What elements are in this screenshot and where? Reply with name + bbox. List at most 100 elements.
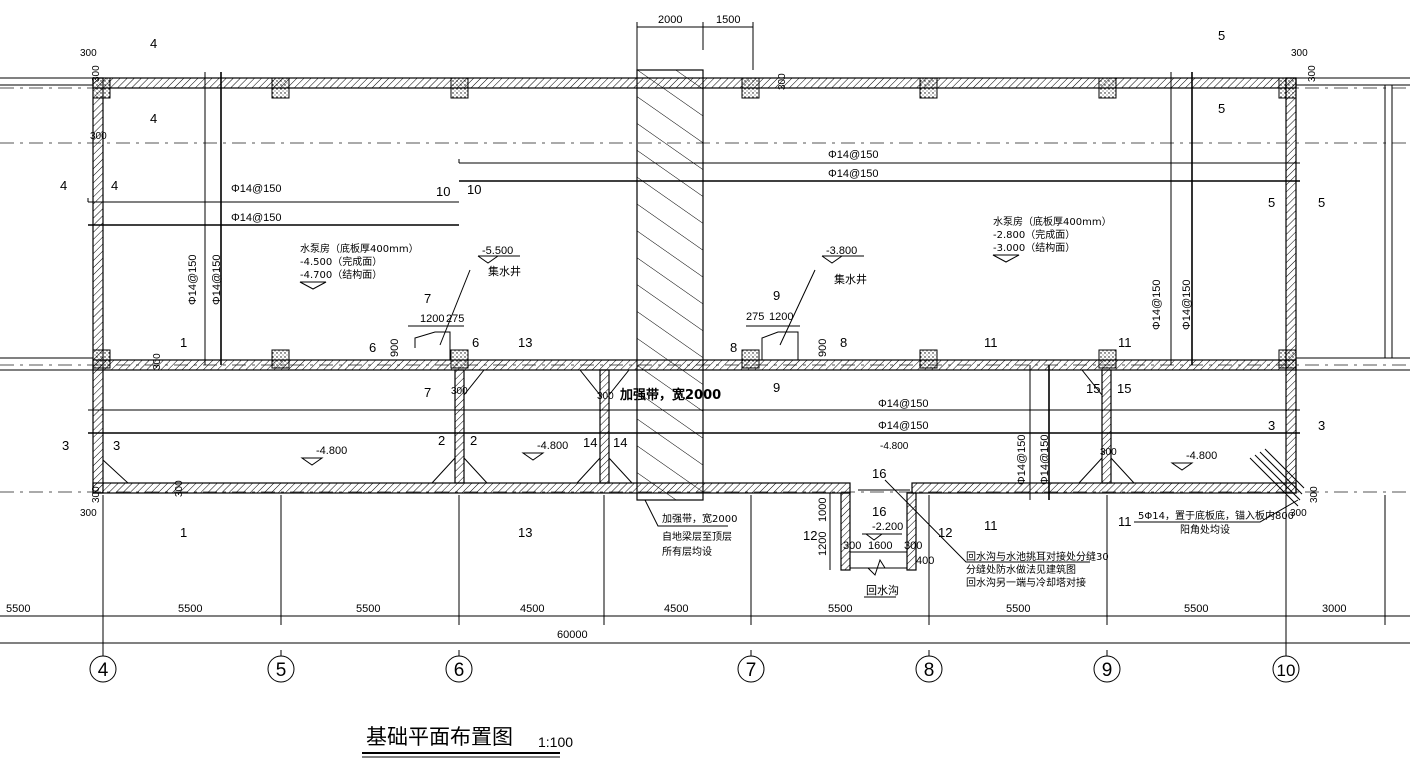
section-mark: 1 bbox=[180, 335, 187, 350]
trench-elev: -2.200 bbox=[872, 521, 903, 533]
section-mark: 13 bbox=[518, 525, 532, 540]
section-mark: 6 bbox=[369, 340, 376, 355]
section-marks: 4 4 4 4 5 5 5 5 10 10 7 7 9 9 1 1 6 6 8 … bbox=[60, 28, 1325, 543]
bay-dim: 4500 bbox=[664, 603, 688, 615]
axis-label: 8 bbox=[924, 660, 935, 681]
sump-elev: -5.500 bbox=[482, 245, 513, 257]
corner-note-line: 阳角处均设 bbox=[1180, 524, 1230, 536]
section-mark: 16 bbox=[872, 504, 886, 519]
trench-dim: 1000 bbox=[817, 498, 829, 522]
rebar-lines bbox=[87, 72, 1300, 500]
return-trench: 回水沟 -2.200 1600 300 300 400 1000 1200 bbox=[817, 489, 934, 598]
section-mark: 5 bbox=[1218, 101, 1225, 116]
section-mark: 2 bbox=[438, 433, 445, 448]
section-mark: 3 bbox=[1318, 418, 1325, 433]
drawing-scale: 1:100 bbox=[538, 734, 573, 750]
room-structure-elev: -3.000（结构面） bbox=[993, 241, 1075, 254]
rebar-label: Φ14@150 bbox=[878, 420, 929, 432]
trench-note-line: 分缝处防水做法见建筑图 bbox=[966, 563, 1076, 576]
bay-dim: 4500 bbox=[520, 603, 544, 615]
trench-width: 1600 bbox=[868, 540, 892, 552]
section-mark: 14 bbox=[613, 435, 627, 450]
wall-dim: 300 bbox=[91, 486, 102, 503]
section-mark: 6 bbox=[472, 335, 479, 350]
section-mark: 11 bbox=[1118, 335, 1132, 350]
axis-label: 5 bbox=[276, 660, 287, 681]
trench-elev: -4.800 bbox=[880, 441, 909, 452]
band-note: 加强带，宽2000 自地梁层至顶层 所有层均设 bbox=[644, 499, 737, 558]
trench-note: 回水沟与水池挑耳对接处分缝30 分缝处防水做法见建筑图 回水沟另一端与冷却塔对接 bbox=[884, 479, 1109, 589]
wall-dim: 300 bbox=[597, 391, 614, 402]
trench-haunches bbox=[102, 369, 1135, 484]
axis-bubble bbox=[737, 655, 765, 683]
axis-bubble bbox=[1272, 655, 1300, 683]
sump-dim: 275 bbox=[746, 311, 764, 323]
sump-left: -5.500 集水井 1200 275 900 bbox=[389, 245, 521, 360]
axis-label: 6 bbox=[454, 660, 465, 681]
section-mark: 4 bbox=[111, 178, 118, 193]
sump-label: 集水井 bbox=[488, 264, 521, 278]
top-dimension: 2000 1500 bbox=[636, 14, 754, 70]
axis-label: 10 bbox=[1277, 661, 1296, 680]
outer-continuation-lines bbox=[0, 77, 1410, 371]
top-dim: 1500 bbox=[716, 14, 740, 26]
axis-bubble bbox=[267, 655, 295, 683]
section-mark: 5 bbox=[1218, 28, 1225, 43]
room-name: 水泵房（底板厚400mm） bbox=[300, 242, 419, 255]
section-mark: 7 bbox=[424, 291, 431, 306]
rebar-label: Φ14@150 bbox=[828, 149, 879, 161]
section-mark: 14 bbox=[583, 435, 597, 450]
rebar-label: Φ14@150 bbox=[1039, 434, 1051, 485]
rebar-label: Φ14@150 bbox=[828, 168, 879, 180]
rebar-label: Φ14@150 bbox=[1151, 279, 1163, 330]
section-mark: 13 bbox=[518, 335, 532, 350]
sump-dim: 275 bbox=[446, 313, 464, 325]
sump-dim: 1200 bbox=[420, 313, 444, 325]
axis-bubble bbox=[89, 655, 117, 683]
top-dim: 2000 bbox=[658, 14, 682, 26]
drawing-title-block: 基础平面布置图 1:100 bbox=[362, 725, 573, 758]
section-mark: 4 bbox=[150, 111, 157, 126]
section-mark: 4 bbox=[60, 178, 67, 193]
sump-elev: -3.800 bbox=[826, 245, 857, 257]
rebar-label: Φ14@150 bbox=[1016, 434, 1028, 485]
wall-dim: 300 bbox=[1309, 486, 1320, 503]
section-mark: 11 bbox=[1118, 514, 1132, 529]
room-finish-elev: -2.800（完成面） bbox=[993, 228, 1075, 241]
wall-dim: 300 bbox=[152, 353, 163, 370]
section-mark: 15 bbox=[1117, 381, 1131, 396]
section-mark: 15 bbox=[1086, 381, 1100, 396]
wall-dim: 300 bbox=[777, 73, 788, 90]
room-left-note: 水泵房（底板厚400mm） -4.500（完成面） -4.700（结构面） bbox=[299, 242, 419, 290]
axis-label: 7 bbox=[746, 660, 757, 681]
rebar-label: Φ14@150 bbox=[211, 254, 223, 305]
trench-elev: -4.800 bbox=[316, 445, 347, 457]
trench-label: 回水沟 bbox=[866, 584, 899, 597]
band-note-line: 加强带，宽2000 bbox=[662, 512, 737, 525]
bottom-dimensions: 5500 5500 5500 4500 4500 5500 5500 5500 … bbox=[0, 495, 1410, 650]
axis-label: 9 bbox=[1102, 660, 1113, 681]
section-mark: 11 bbox=[984, 335, 998, 350]
wall-dim: 300 bbox=[1290, 508, 1307, 519]
bay-dim: 5500 bbox=[1184, 603, 1208, 615]
trench-elevations: -4.800 -4.800 -4.800 -4.800 bbox=[300, 440, 1217, 471]
section-mark: 1 bbox=[180, 525, 187, 540]
axis-bubble bbox=[915, 655, 943, 683]
axis-bubble bbox=[445, 655, 473, 683]
rebar-label: Φ14@150 bbox=[1181, 279, 1193, 330]
trench-elev: -4.800 bbox=[537, 440, 568, 452]
trench-wall: 300 bbox=[904, 540, 922, 552]
trench-elev: -4.800 bbox=[1186, 450, 1217, 462]
wall-dim: 300 bbox=[1291, 48, 1308, 59]
sump-dim: 1200 bbox=[769, 311, 793, 323]
wall-dim: 300 bbox=[91, 65, 102, 82]
bay-dim: 5500 bbox=[6, 603, 30, 615]
wall-dim: 300 bbox=[80, 48, 97, 59]
wall-dim: 300 bbox=[90, 131, 107, 142]
band-note-line: 所有层均设 bbox=[662, 545, 712, 558]
band-note-line: 自地梁层至顶层 bbox=[662, 530, 732, 543]
bay-dim: 5500 bbox=[356, 603, 380, 615]
wall-dim: 300 bbox=[1307, 65, 1318, 82]
room-name: 水泵房（底板厚400mm） bbox=[993, 215, 1112, 228]
sump-depth: 900 bbox=[817, 339, 829, 357]
